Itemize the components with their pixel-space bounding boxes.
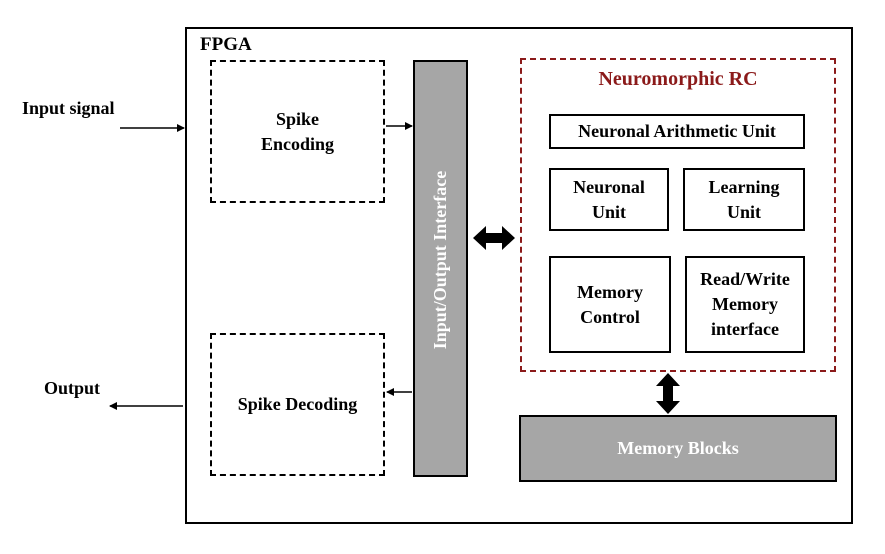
neuromorphic-rc-boundary [520,58,836,372]
io-interface-block [413,60,468,477]
io-rc-bidirectional-arrow [473,226,515,250]
memory-blocks: Memory Blocks [519,415,837,482]
neuronal-arithmetic-unit: Neuronal Arithmetic Unit [549,114,805,149]
rc-memory-bidirectional-arrow [656,373,680,414]
read-write-memory-interface: Read/Write Memory interface [685,256,805,353]
neuromorphic-rc-title: Neuromorphic RC [598,68,758,90]
fpga-boundary [185,27,853,524]
fpga-label: FPGA [200,34,252,55]
neuronal-unit: Neuronal Unit [549,168,669,231]
output-label: Output [44,378,101,398]
memory-control: Memory Control [549,256,671,353]
spike-decoding-block: Spike Decoding [210,333,385,476]
input-signal-label: Input signal [22,98,115,118]
learning-unit: Learning Unit [683,168,805,231]
spike-encoding-block: Spike Encoding [210,60,385,203]
